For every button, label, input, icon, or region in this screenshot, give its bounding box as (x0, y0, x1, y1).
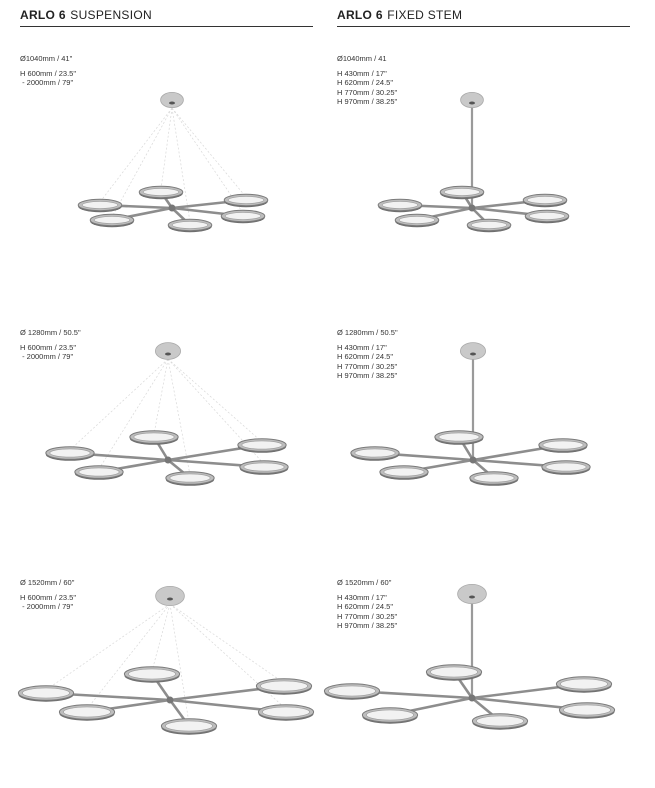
stem-header-model: ARLO 6 (337, 8, 383, 22)
spec-height: H 770mm / 30.25" (337, 361, 398, 371)
canopy (160, 91, 184, 108)
stem-header-type: FIXED STEM (387, 8, 463, 22)
ring-light (558, 702, 616, 719)
canopy (460, 91, 484, 108)
spec-height: - 2000mm / 79" (20, 352, 74, 361)
ring-light (471, 713, 529, 730)
ring-light (17, 685, 75, 702)
ring-light (555, 676, 613, 693)
spec-diameter: Ø 1520mm / 60" (337, 578, 392, 587)
ring-light (466, 218, 512, 233)
spec-height: H 770mm / 30.25" (337, 87, 398, 97)
spec-height: H 770mm / 30.25" (337, 611, 398, 621)
ring-light (167, 218, 213, 233)
ring-light (469, 471, 519, 486)
lamp-illustration-stem-1 (377, 91, 570, 233)
ring-light (361, 707, 419, 724)
spec-height: H 600mm / 23.5" (20, 342, 77, 352)
canopy (457, 583, 487, 605)
spec-height: H 620mm / 24.5" (337, 602, 394, 611)
ring-light (77, 198, 123, 213)
spec-height: H 430mm / 17" (337, 68, 387, 78)
lamp-illustration-suspension-3 (17, 585, 315, 735)
ring-light (323, 683, 381, 700)
spec-diameter: Ø1040mm / 41" (20, 54, 73, 63)
ring-light (425, 664, 483, 681)
ring-light (129, 430, 179, 445)
suspension-header: ARLO 6 SUSPENSION (20, 6, 313, 27)
ring-light (379, 465, 429, 480)
ring-light (237, 438, 287, 453)
ring-light (89, 213, 135, 228)
canopy (459, 342, 486, 360)
spec-height: H 970mm / 38.25" (337, 371, 398, 380)
ring-light (350, 446, 400, 461)
ring-light (538, 438, 588, 453)
ring-light (255, 678, 313, 695)
ring-light (377, 198, 423, 213)
lamp-illustration-suspension-1 (77, 91, 269, 233)
ring-light (524, 209, 570, 224)
spec-diameter: Ø 1280mm / 50.5" (20, 328, 81, 337)
lamp-illustration-suspension-2 (45, 342, 289, 486)
spec-height: H 620mm / 24.5" (337, 78, 394, 87)
canopy (154, 342, 181, 360)
spec-height: H 430mm / 17" (337, 342, 387, 352)
ring-light (138, 185, 184, 200)
spec-block-suspension-3: Ø 1520mm / 60" H 600mm / 23.5" - 2000mm … (20, 578, 76, 612)
lamp-illustration-stem-3 (323, 583, 616, 730)
ring-light (522, 193, 568, 208)
canopy (155, 585, 185, 607)
spec-height: H 620mm / 24.5" (337, 352, 394, 361)
ring-light (439, 185, 485, 200)
spec-block-stem-1: Ø1040mm / 41 H 430mm / 17" H 620mm / 24.… (337, 54, 397, 107)
spec-height: H 970mm / 38.25" (337, 621, 398, 630)
ring-light (434, 430, 484, 445)
suspension-header-model: ARLO 6 (20, 8, 66, 22)
ring-light (74, 465, 124, 480)
spec-diameter: Ø1040mm / 41 (337, 54, 387, 63)
ring-light (257, 704, 315, 721)
spec-block-stem-3: Ø 1520mm / 60" H 430mm / 17" H 620mm / 2… (337, 578, 397, 631)
spec-block-suspension-2: Ø 1280mm / 50.5" H 600mm / 23.5" - 2000m… (20, 328, 81, 362)
spec-height: H 970mm / 38.25" (337, 97, 398, 106)
ring-light (394, 213, 440, 228)
spec-height: H 600mm / 23.5" (20, 68, 77, 78)
ring-light (165, 471, 215, 486)
spec-block-stem-2: Ø 1280mm / 50.5" H 430mm / 17" H 620mm /… (337, 328, 398, 381)
spec-height: H 430mm / 17" (337, 592, 387, 602)
ring-light (45, 446, 95, 461)
spec-block-suspension-1: Ø1040mm / 41" H 600mm / 23.5" - 2000mm /… (20, 54, 76, 88)
spec-height: - 2000mm / 79" (20, 78, 74, 87)
stem-header: ARLO 6 FIXED STEM (337, 6, 630, 27)
lamp-illustration-stem-2 (350, 342, 591, 486)
spec-height: - 2000mm / 79" (20, 602, 74, 611)
spec-height: H 600mm / 23.5" (20, 592, 77, 602)
ring-light (58, 704, 116, 721)
ring-light (239, 460, 289, 475)
ring-light (123, 666, 181, 683)
spec-diameter: Ø 1520mm / 60" (20, 578, 75, 587)
ring-light (220, 209, 266, 224)
ring-light (541, 460, 591, 475)
spec-diameter: Ø 1280mm / 50.5" (337, 328, 398, 337)
ring-light (160, 718, 218, 735)
ring-light (223, 193, 269, 208)
suspension-header-type: SUSPENSION (70, 8, 152, 22)
